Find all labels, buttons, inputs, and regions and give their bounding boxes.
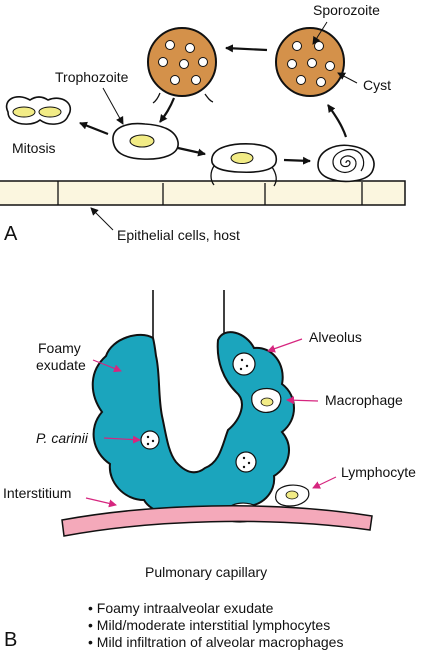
exudate-cell-lower bbox=[235, 451, 257, 473]
lymphocyte-pointer bbox=[312, 476, 337, 489]
epithelial-cell-layer bbox=[0, 180, 406, 206]
alveolus-cell bbox=[232, 352, 256, 376]
cyst-right bbox=[275, 27, 345, 97]
finding-item: Mild infiltration of alveolar macrophage… bbox=[88, 634, 344, 651]
label-alveolus: Alveolus bbox=[309, 329, 362, 345]
precyst-spiral bbox=[317, 144, 375, 183]
cycle-arrow-to-precyst bbox=[283, 156, 311, 165]
cycle-arrow-to-mitosis bbox=[79, 121, 109, 136]
findings-list: Foamy intraalveolar exudate Mild/moderat… bbox=[88, 600, 344, 651]
label-mitosis: Mitosis bbox=[12, 140, 56, 156]
label-pulmonary-capillary: Pulmonary capillary bbox=[145, 564, 267, 580]
sporozoite-pointer bbox=[312, 21, 328, 45]
epithelial-pointer bbox=[90, 207, 114, 231]
cycle-arrow-to-cyst bbox=[327, 104, 348, 138]
attached-trophozoite bbox=[210, 143, 278, 187]
cycle-arrow-cyst-to-trophozoite bbox=[159, 97, 176, 123]
cyst-left bbox=[147, 27, 217, 104]
p-carinii-cell bbox=[140, 430, 160, 450]
macrophage-pointer bbox=[286, 396, 319, 405]
cycle-arrow-to-attached bbox=[177, 146, 206, 157]
lymphocyte-cell bbox=[275, 484, 310, 507]
p-carinii-pointer bbox=[103, 435, 141, 444]
label-interstitium: Interstitium bbox=[3, 485, 71, 501]
pulmonary-capillary bbox=[61, 505, 373, 537]
mitosis-cell bbox=[5, 96, 72, 125]
label-epithelial-cells: Epithelial cells, host bbox=[117, 227, 240, 243]
panel-a: Sporozoite Cyst Trophozoite Mitosis Epit… bbox=[0, 2, 406, 245]
macrophage-cell bbox=[251, 387, 282, 413]
interstitium-pointer bbox=[85, 497, 117, 508]
trophozoite-pointer bbox=[102, 87, 124, 125]
foamy-pointer bbox=[92, 359, 122, 373]
label-lymphocyte: Lymphocyte bbox=[341, 464, 416, 480]
label-macrophage: Macrophage bbox=[325, 392, 403, 408]
label-p-carinii: P. carinii bbox=[36, 430, 89, 446]
panel-b: Foamy exudate Alveolus Macrophage P. car… bbox=[3, 290, 416, 651]
label-trophozoite: Trophozoite bbox=[55, 69, 129, 85]
alveolus-pointer bbox=[267, 338, 303, 353]
label-exudate: exudate bbox=[36, 357, 86, 373]
finding-item: Mild/moderate interstitial lymphocytes bbox=[88, 617, 343, 634]
label-foamy: Foamy bbox=[38, 340, 81, 356]
label-sporozoite: Sporozoite bbox=[313, 2, 380, 18]
panel-letter-b: B bbox=[4, 629, 17, 651]
foamy-exudate bbox=[91, 331, 295, 520]
finding-item: Foamy intraalveolar exudate bbox=[88, 600, 343, 617]
cycle-arrow-cyst-to-cyst bbox=[225, 44, 268, 53]
cyst-pointer bbox=[337, 72, 358, 84]
alveolar-lumen bbox=[160, 342, 232, 466]
label-cyst: Cyst bbox=[363, 77, 391, 93]
panel-letter-a: A bbox=[4, 223, 18, 245]
trophozoite bbox=[112, 122, 179, 160]
